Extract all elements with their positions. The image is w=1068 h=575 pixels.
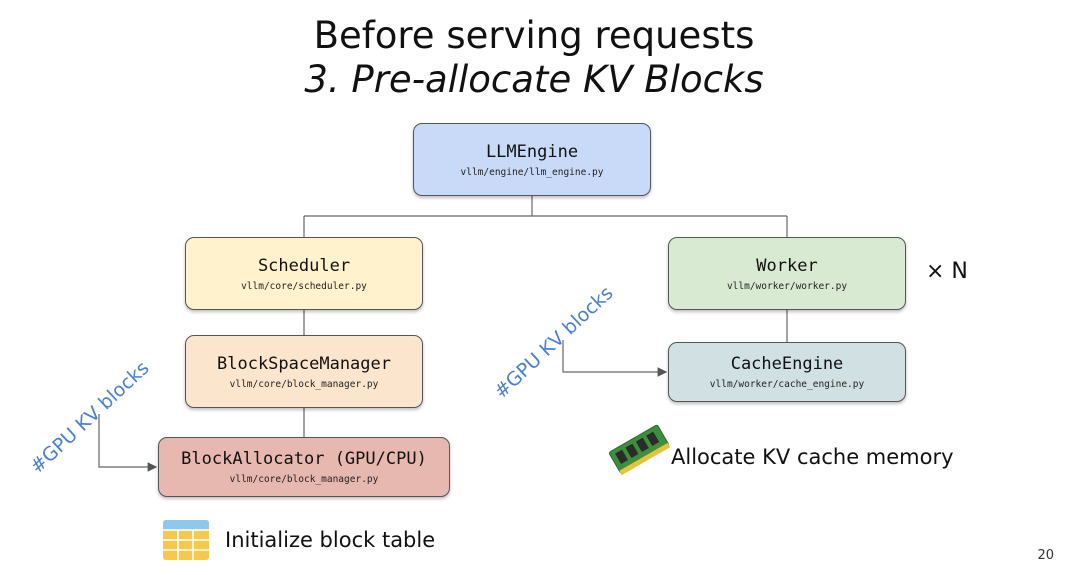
node-name: BlockSpaceManager [217,353,391,374]
node-path: vllm/core/block_manager.py [229,474,379,485]
node-path: vllm/core/scheduler.py [241,280,367,292]
slide-title: Before serving requests [313,14,755,57]
slide-subtitle: 3. Pre-allocate KV Blocks [304,58,764,101]
node-path: vllm/core/block_manager.py [229,378,379,390]
arrow-to-cache-engine [562,340,668,377]
node-name: CacheEngine [730,354,844,374]
worker-node: Worker vllm/worker/worker.py [668,237,906,310]
node-name: BlockAllocator (GPU/CPU) [181,449,427,469]
initialize-caption: Initialize block table [225,528,436,552]
node-path: vllm/worker/worker.py [726,280,848,292]
worker-multiplier: × N [926,259,968,284]
block-allocator-node: BlockAllocator (GPU/CPU) vllm/core/block… [158,437,450,497]
page-number: 20 [1037,548,1054,563]
node-name: Worker [756,255,818,276]
arrow-to-allocator [98,414,158,472]
block-space-manager-node: BlockSpaceManager vllm/core/block_manage… [185,335,423,408]
cache-engine-node: CacheEngine vllm/worker/cache_engine.py [668,342,906,402]
scheduler-node: Scheduler vllm/core/scheduler.py [185,237,423,310]
allocate-caption: Allocate KV cache memory [671,445,954,469]
node-path: vllm/engine/llm_engine.py [460,166,604,178]
llm-engine-node: LLMEngine vllm/engine/llm_engine.py [413,123,651,196]
table-icon [163,520,209,560]
ram-stick-icon [608,424,670,476]
node-name: LLMEngine [485,141,579,162]
node-path: vllm/worker/cache_engine.py [709,379,865,390]
node-name: Scheduler [257,255,351,276]
